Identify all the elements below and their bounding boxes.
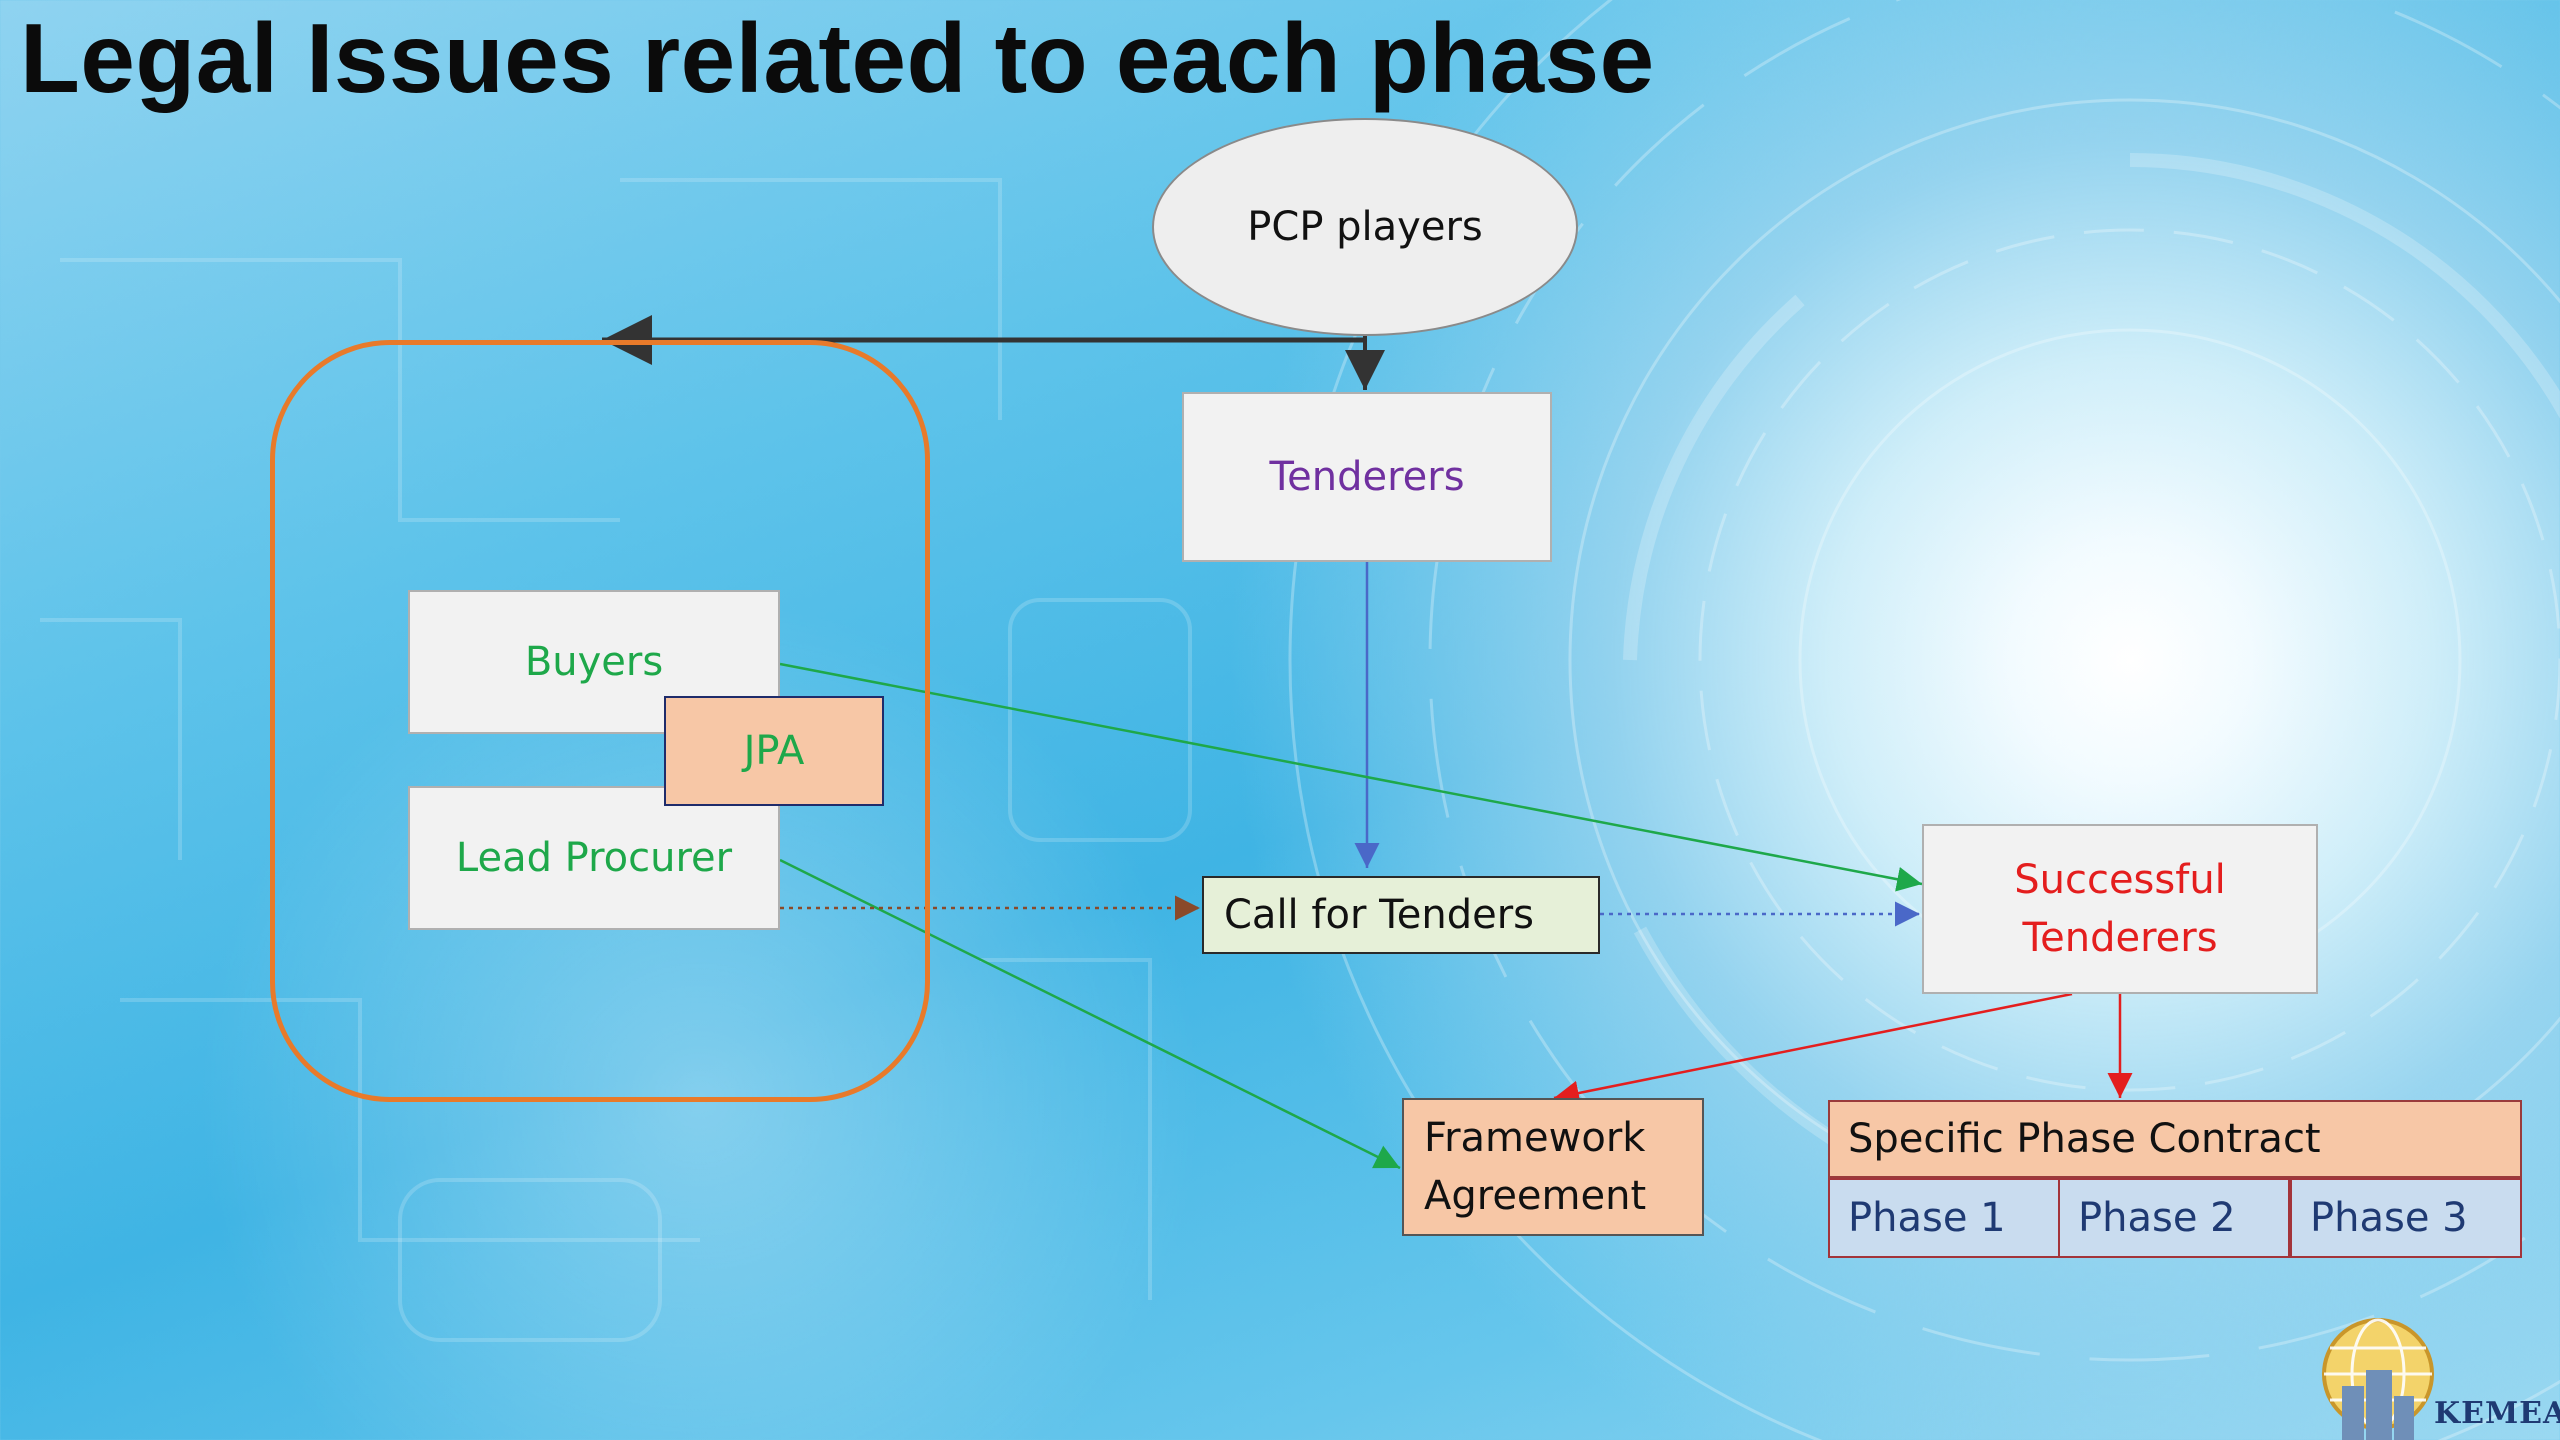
pcp-players-node: PCP players bbox=[1152, 118, 1578, 336]
specific-phase-contract-node: Specific Phase Contract bbox=[1828, 1100, 2522, 1178]
lead-procurer-node: Lead Procurer bbox=[408, 786, 780, 930]
tenderers-node: Tenderers bbox=[1182, 392, 1552, 562]
call-for-tenders-node: Call for Tenders bbox=[1202, 876, 1600, 954]
call-for-tenders-label: Call for Tenders bbox=[1224, 892, 1534, 938]
successful-tenderers-node: Successful Tenderers bbox=[1922, 824, 2318, 994]
buyers-node: Buyers bbox=[408, 590, 780, 734]
connector-buyers-to-successful bbox=[779, 662, 1923, 892]
phase-1-cell: Phase 1 bbox=[1828, 1178, 2060, 1258]
phase-3-cell: Phase 3 bbox=[2290, 1178, 2522, 1258]
connector-successful-to-framework bbox=[1553, 992, 2073, 1106]
successful-tenderers-label-line2: Tenderers bbox=[2022, 915, 2218, 961]
successful-tenderers-label-line1: Successful bbox=[2014, 857, 2226, 903]
kemea-logo bbox=[2322, 1318, 2434, 1440]
buyers-group-frame bbox=[270, 340, 930, 1102]
framework-agreement-label-line2: Agreement bbox=[1424, 1173, 1647, 1219]
slide-title: Legal Issues related to each phase bbox=[20, 3, 1655, 113]
jpa-label: JPA bbox=[743, 728, 805, 774]
jpa-node: JPA bbox=[664, 696, 884, 806]
buyers-label: Buyers bbox=[524, 639, 664, 685]
specific-phase-contract-label: Specific Phase Contract bbox=[1848, 1116, 2321, 1162]
kemea-logo-text: KEMEA bbox=[2434, 1396, 2560, 1431]
tenderers-label: Tenderers bbox=[1269, 454, 1465, 500]
phase-3-label: Phase 3 bbox=[2310, 1195, 2468, 1241]
phase-2-cell: Phase 2 bbox=[2058, 1178, 2290, 1258]
phase-2-label: Phase 2 bbox=[2078, 1195, 2236, 1241]
framework-agreement-node: Framework Agreement bbox=[1402, 1098, 1704, 1236]
lead-procurer-label: Lead Procurer bbox=[455, 835, 733, 881]
pcp-players-label: PCP players bbox=[1247, 204, 1483, 250]
phase-1-label: Phase 1 bbox=[1848, 1195, 2006, 1241]
framework-agreement-label-line1: Framework bbox=[1424, 1115, 1646, 1161]
